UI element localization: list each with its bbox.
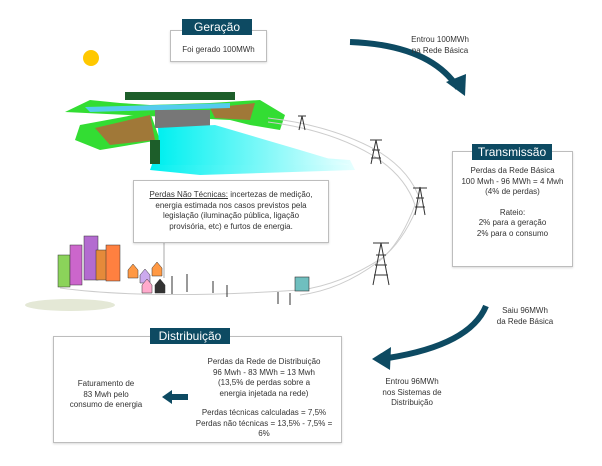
arrow-generation-to-transmission <box>349 39 461 90</box>
distribution-loss-line: Perdas não técnicas = 13,5% - 7,5% = 6% <box>195 418 333 439</box>
billing-line: Faturamento de <box>77 379 135 388</box>
arrow-bottom-text-1: Entrou 96MWh <box>385 377 439 386</box>
transmission-line: Rateio: <box>499 207 526 217</box>
arrow-top-text-2: na Rede Básica <box>411 45 469 55</box>
billing-line: consumo de energia <box>69 400 143 409</box>
distribution-loss-line: Perdas técnicas calculadas = 7,5% <box>201 408 327 417</box>
transmission-line: 2% para a geração <box>478 218 547 227</box>
transmission-text: Perdas da Rede Básica 100 Mwh - 96 MWh =… <box>453 166 572 239</box>
arrow-bottom-text-2: nos Sistemas de <box>382 387 442 397</box>
transmission-line: (4% de perdas) <box>485 187 540 196</box>
distribution-box: Faturamento de 83 Mwh pelo consumo de en… <box>53 336 342 443</box>
distribution-title: Distribuição <box>150 328 230 344</box>
transmission-title: Transmissão <box>472 144 552 160</box>
generation-text: Foi gerado 100MWh <box>182 45 255 54</box>
transmission-lines <box>59 117 421 296</box>
arrow-transmission-to-distribution <box>387 304 489 361</box>
generation-title: Geração <box>182 19 252 35</box>
generation-box: Foi gerado 100MWh <box>170 30 267 62</box>
billing-line: 83 Mwh pelo <box>83 389 129 399</box>
arrow-bottom-text-3: Distribuição <box>391 398 433 407</box>
distribution-loss-line: 96 Mwh - 83 MWh = 13 Mwh <box>212 367 316 377</box>
non-technical-text: incertezas de medição, energia estimada … <box>155 190 313 231</box>
distribution-loss-line: Perdas da Rede de Distribuição <box>207 357 321 366</box>
distribution-loss-line: (13,5% de perdas sobre a <box>217 378 311 387</box>
transformer-icon <box>294 276 310 292</box>
arrow-right-text-2: da Rede Básica <box>496 316 554 326</box>
city-buildings <box>57 235 166 294</box>
transmission-box: Perdas da Rede Básica 100 Mwh - 96 MWh =… <box>452 151 573 267</box>
tower-icons <box>171 115 427 305</box>
sun-icon <box>83 50 99 66</box>
distribution-loss-line: energia injetada na rede) <box>219 388 309 398</box>
transmission-line: 100 Mwh - 96 MWh = 4 Mwh <box>461 176 564 186</box>
arrow-top-text-1: Entrou 100MWh <box>411 35 469 44</box>
non-technical-losses-box: Perdas Não Técnicas: incertezas de mediç… <box>133 180 329 243</box>
arrow-left-icon <box>162 390 188 404</box>
arrow-right-text-1: Saiu 96MWh <box>502 306 548 315</box>
transmission-line: 2% para o consumo <box>476 228 549 238</box>
non-technical-heading: Perdas Não Técnicas: <box>149 190 229 199</box>
hydro-dam-illustration <box>65 92 355 175</box>
transmission-line: Perdas da Rede Básica <box>470 166 555 175</box>
